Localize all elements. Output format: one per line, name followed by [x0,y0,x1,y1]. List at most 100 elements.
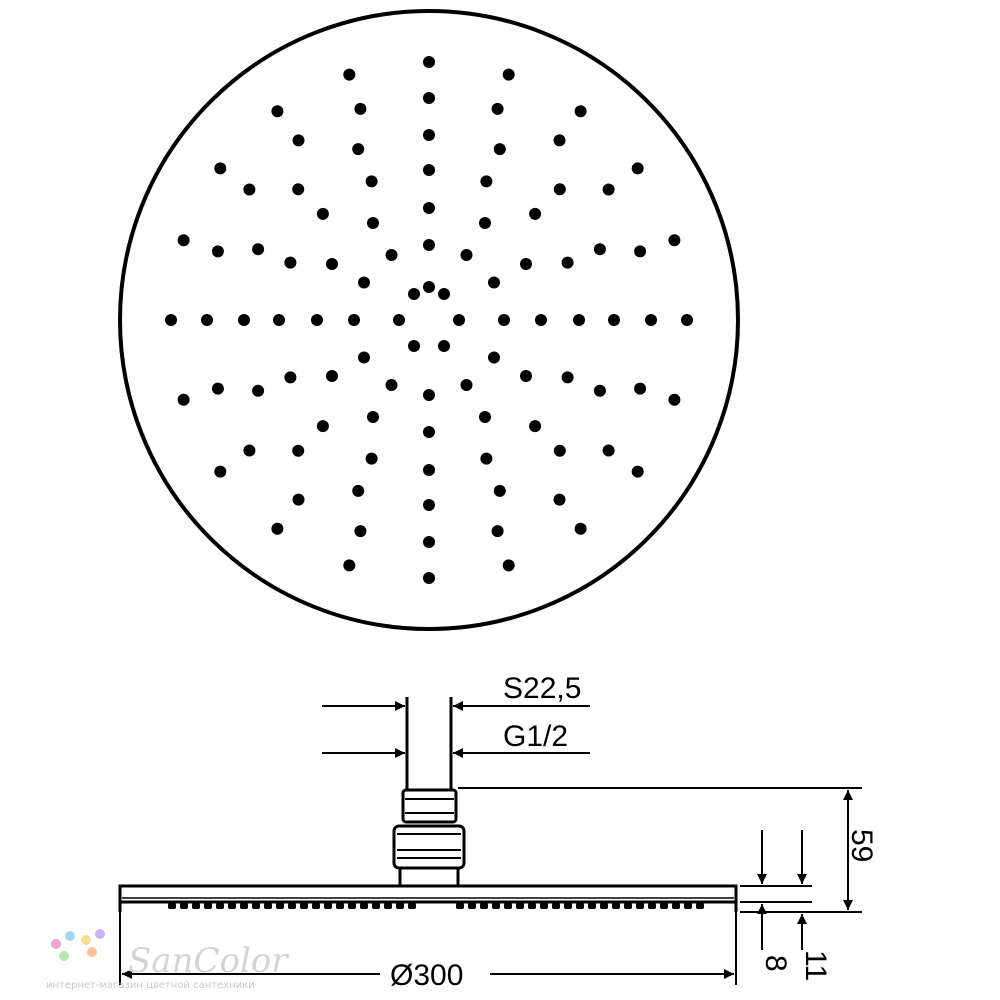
joint-neck [398,866,460,888]
side-nozzle [648,903,656,909]
side-nozzle [348,903,356,909]
nozzle-dot [252,384,265,397]
nozzle-dot [211,245,224,258]
side-nozzle [564,903,572,909]
watermark-dot [95,929,105,939]
side-nozzle [600,903,608,909]
side-nozzle [252,903,260,909]
side-nozzle [504,903,512,909]
side-nozzle [552,903,560,909]
side-nozzle [372,903,380,909]
nozzle-dot [354,102,367,115]
nozzle-dot [316,420,329,433]
side-nozzle [228,903,236,909]
nozzle-dot [292,493,305,506]
side-nozzle [696,903,704,909]
nozzle-dot [423,129,435,141]
watermark-dot [51,939,61,949]
nozzle-dot [271,105,284,118]
nozzle-dot [423,426,435,438]
nozzle-dot [423,202,435,214]
upper-nut [401,788,458,824]
side-nozzle [408,903,416,909]
nozzle-dot [243,183,256,196]
nozzle-dot [423,239,435,251]
nozzle-dot [553,134,566,147]
nozzle-dot [292,183,305,196]
shower-head-outline [118,9,740,631]
nozzle-dot [343,68,356,81]
nozzle-dot [498,314,510,326]
nozzle-dot [273,314,285,326]
side-nozzle [624,903,632,909]
nozzle-dot [393,314,405,326]
nozzle-dot [352,484,365,497]
side-nozzle [540,903,548,909]
label-plate-thickness: 8 [759,955,792,972]
nozzle-dot [423,536,435,548]
nozzle-dot [479,217,491,229]
nozzle-dot [214,465,227,478]
side-nozzle [360,903,368,909]
side-nozzle [192,903,200,909]
watermark-dot [87,947,97,957]
nozzle-dot [292,444,305,457]
label-diameter: Ø300 [390,959,463,992]
label-wrench-size: S22,5 [503,672,581,705]
side-nozzle [288,903,296,909]
nozzle-dot [252,243,265,256]
side-nozzle [480,903,488,909]
nozzle-dot [292,134,305,147]
nozzle-dot [488,276,500,289]
side-nozzle [636,903,644,909]
nozzle-dot [634,382,647,395]
nozzle-dot [608,314,620,326]
nozzle-dot [311,314,323,326]
nozzle-dot [593,243,606,256]
nozzle-dot [343,559,356,572]
side-nozzle [216,903,224,909]
nozzle-dot [480,452,493,465]
nozzle-dot [211,382,224,395]
side-nozzle [684,903,692,909]
nozzle-dot [284,256,297,269]
nozzle-dot [491,525,504,538]
nozzle-dot [561,371,574,384]
nozzle-dot [243,444,256,457]
side-nozzle [240,903,248,909]
nozzle-dot [423,499,435,511]
nozzle-dot [668,393,681,406]
nozzle-dot [502,68,515,81]
nozzle-dot [668,234,681,247]
nozzle-dot [316,207,329,220]
nozzle-dot [574,105,587,118]
nozzle-dot [502,559,515,572]
top-view [118,9,740,631]
nozzle-dot [561,256,574,269]
side-nozzle [468,903,476,909]
nozzle-dot [352,143,365,156]
nozzle-dot [408,340,420,352]
nozzle-dot [553,183,566,196]
side-nozzle [672,903,680,909]
nozzle-dot [453,314,465,326]
nozzle-dot [493,484,506,497]
nozzle-dot [520,258,532,270]
watermark-logo-dots [51,929,105,961]
side-nozzle [264,903,272,909]
nozzle-dot [491,102,504,115]
nozzle-dot [520,370,532,382]
side-nozzle [612,903,620,909]
nozzle-dot [326,370,338,382]
nozzle-dot [460,249,473,261]
side-nozzle [492,903,500,909]
nozzle-dot [593,384,606,397]
nozzle-dot [358,351,370,364]
nozzle-dot [553,444,566,457]
nozzle-dot [214,162,227,175]
nozzle-dot [460,379,473,391]
side-nozzle [336,903,344,909]
head-plate [118,884,738,904]
watermark-dot [59,951,69,961]
nozzle-dot [365,175,378,188]
